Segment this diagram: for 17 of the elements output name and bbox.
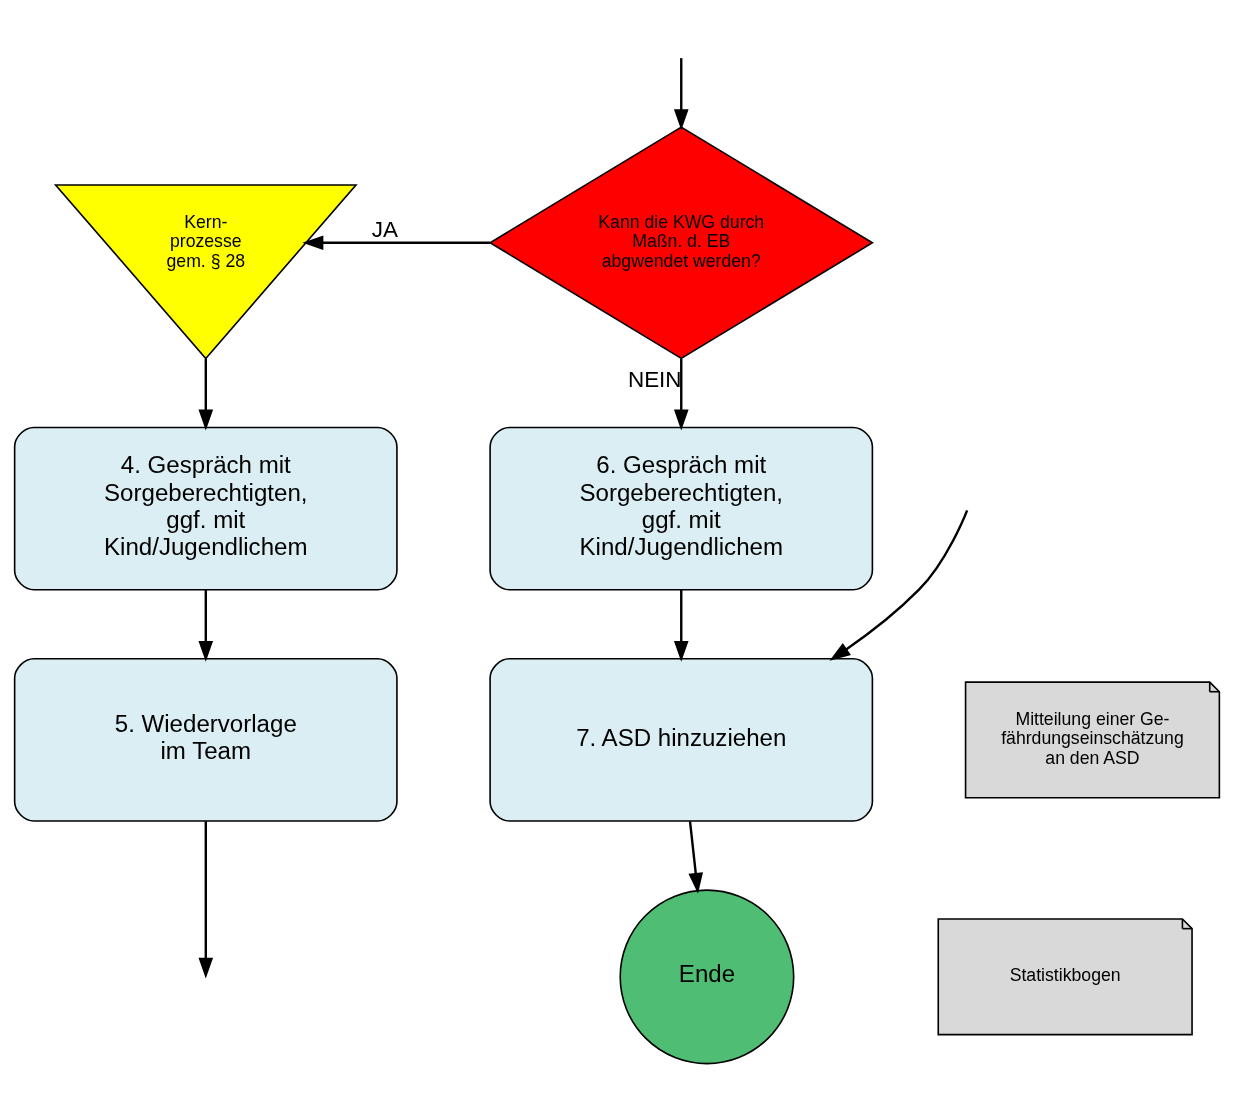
node-diamond: Kann die KWG durch Maßn. d. EB abgwendet werden? <box>488 126 874 360</box>
node-box: 4. Gespräch mit Sorgeberechtigten, ggf. mit Kind/Jugendlichem <box>13 426 398 591</box>
node-box: 6. Gespräch mit Sorgeberechtigten, ggf. mit Kind/Jugendlichem <box>489 426 874 591</box>
arrow <box>829 509 969 661</box>
edge-label: JA <box>371 216 399 242</box>
arrow <box>673 589 689 662</box>
arrow <box>673 358 689 431</box>
arrow <box>198 358 214 431</box>
node-box: 5. Wiedervorlage im Team <box>13 658 398 822</box>
arrow <box>688 821 703 894</box>
edge-label: NEIN <box>627 366 682 392</box>
arrow <box>302 235 490 251</box>
arrow <box>673 58 689 131</box>
arrow <box>198 589 214 662</box>
node-circle: Ende <box>619 889 795 1065</box>
node-box: 7. ASD hinzuziehen <box>489 658 874 822</box>
arrow <box>198 821 214 979</box>
